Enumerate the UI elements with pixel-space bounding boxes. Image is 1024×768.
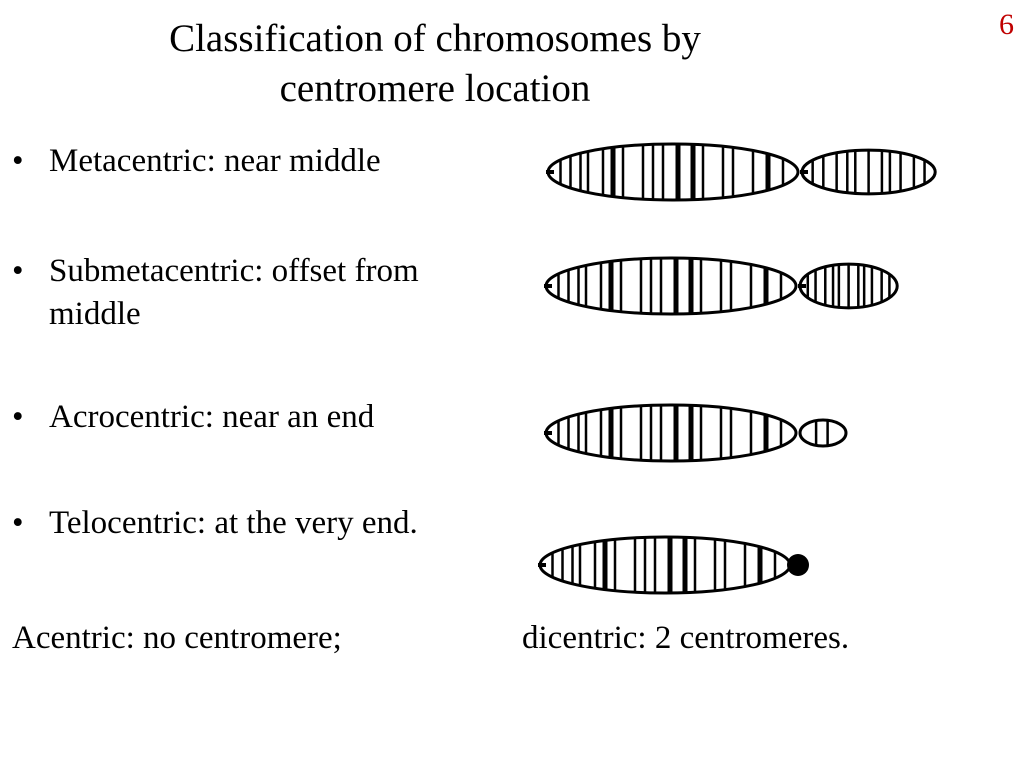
footer-acentric: Acentric: no centromere; bbox=[12, 620, 342, 656]
chromosome-metacentric bbox=[546, 142, 937, 202]
bullet-symbol: • bbox=[12, 505, 24, 541]
short-arm-2 bbox=[798, 418, 848, 448]
bullet-text: Submetacentric: offset from middle bbox=[49, 253, 419, 332]
bullet-submetacentric: • Submetacentric: offset from middle bbox=[12, 250, 472, 336]
long-arm-0-outline bbox=[546, 142, 800, 202]
slide-title: Classification of chromosomes by centrom… bbox=[60, 14, 810, 114]
long-arm-1 bbox=[544, 256, 798, 316]
bullet-symbol: • bbox=[12, 399, 24, 435]
bullet-text: Metacentric: near middle bbox=[49, 143, 381, 179]
long-arm-3-outline bbox=[538, 535, 792, 595]
long-arm-3 bbox=[538, 535, 792, 595]
chromosome-telocentric bbox=[538, 535, 809, 595]
bullet-symbol: • bbox=[12, 143, 24, 179]
slide-title-line-2: centromere location bbox=[279, 67, 591, 110]
bullet-acrocentric: • Acrocentric: near an end bbox=[12, 396, 472, 439]
page-number: 6 bbox=[999, 8, 1014, 41]
short-arm-0 bbox=[800, 148, 937, 196]
long-arm-1-outline bbox=[544, 256, 798, 316]
bullet-text: Acrocentric: near an end bbox=[49, 399, 375, 435]
slide-title-line-1: Classification of chromosomes by bbox=[169, 17, 701, 60]
chromosome-submetacentric bbox=[544, 256, 899, 316]
chromosome-acrocentric bbox=[544, 403, 848, 463]
bullet-metacentric: • Metacentric: near middle bbox=[12, 140, 472, 183]
bullet-symbol: • bbox=[12, 253, 24, 289]
long-arm-2 bbox=[544, 403, 798, 463]
short-arm-1 bbox=[798, 262, 899, 310]
long-arm-2-outline bbox=[544, 403, 798, 463]
footer-dicentric: dicentric: 2 centromeres. bbox=[522, 620, 850, 656]
centromere-dot bbox=[787, 554, 809, 576]
bullet-telocentric: • Telocentric: at the very end. bbox=[12, 502, 472, 545]
bullet-text: Telocentric: at the very end. bbox=[49, 505, 418, 541]
long-arm-0 bbox=[546, 142, 800, 202]
